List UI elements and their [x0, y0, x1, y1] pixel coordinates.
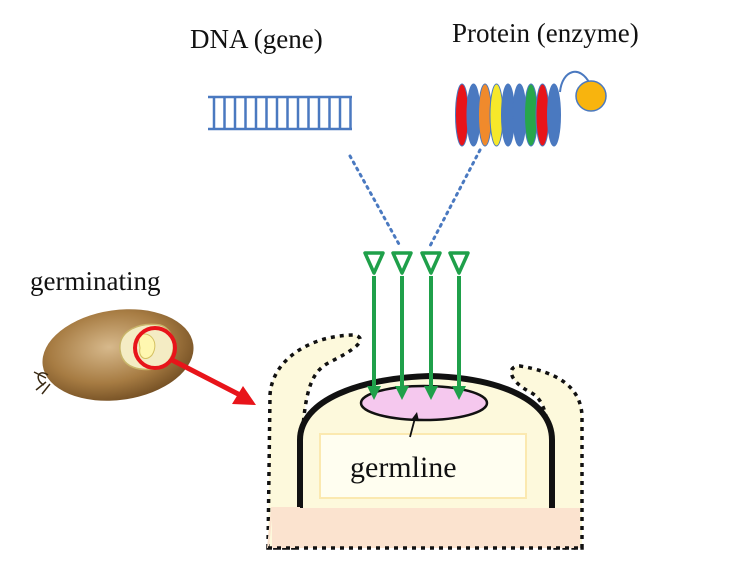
germinating-label: germinating: [30, 266, 161, 296]
downward-arrow-icon: [448, 251, 470, 400]
downward-arrow-icon: [363, 251, 385, 400]
delivery-arrows: [363, 251, 470, 400]
enzyme-ball: [575, 80, 607, 112]
zoom-arrow: [170, 357, 242, 398]
protein-connector-line: [428, 148, 482, 248]
tissue-base: [272, 508, 580, 548]
germinating-seed-icon: [33, 309, 256, 405]
dna-ladder-icon: [208, 95, 352, 131]
dna-connector-line: [348, 154, 402, 248]
leaf-primordium-left: [266, 333, 362, 550]
protein-bead-chain-icon: [455, 70, 607, 147]
protein-bead: [547, 83, 561, 147]
shoot-apex-diagram: [266, 333, 584, 550]
dna-gene-label: DNA (gene): [190, 24, 323, 54]
germline-region: [319, 433, 527, 499]
downward-arrow-icon: [420, 251, 442, 400]
highlight-circle: [133, 326, 177, 370]
germline-label: germline: [350, 451, 457, 484]
target-cell-zone: [359, 384, 489, 422]
protein-enzyme-label: Protein (enzyme): [452, 18, 639, 48]
downward-arrow-icon: [391, 251, 413, 400]
zone-pointer-arrow: [409, 417, 416, 438]
